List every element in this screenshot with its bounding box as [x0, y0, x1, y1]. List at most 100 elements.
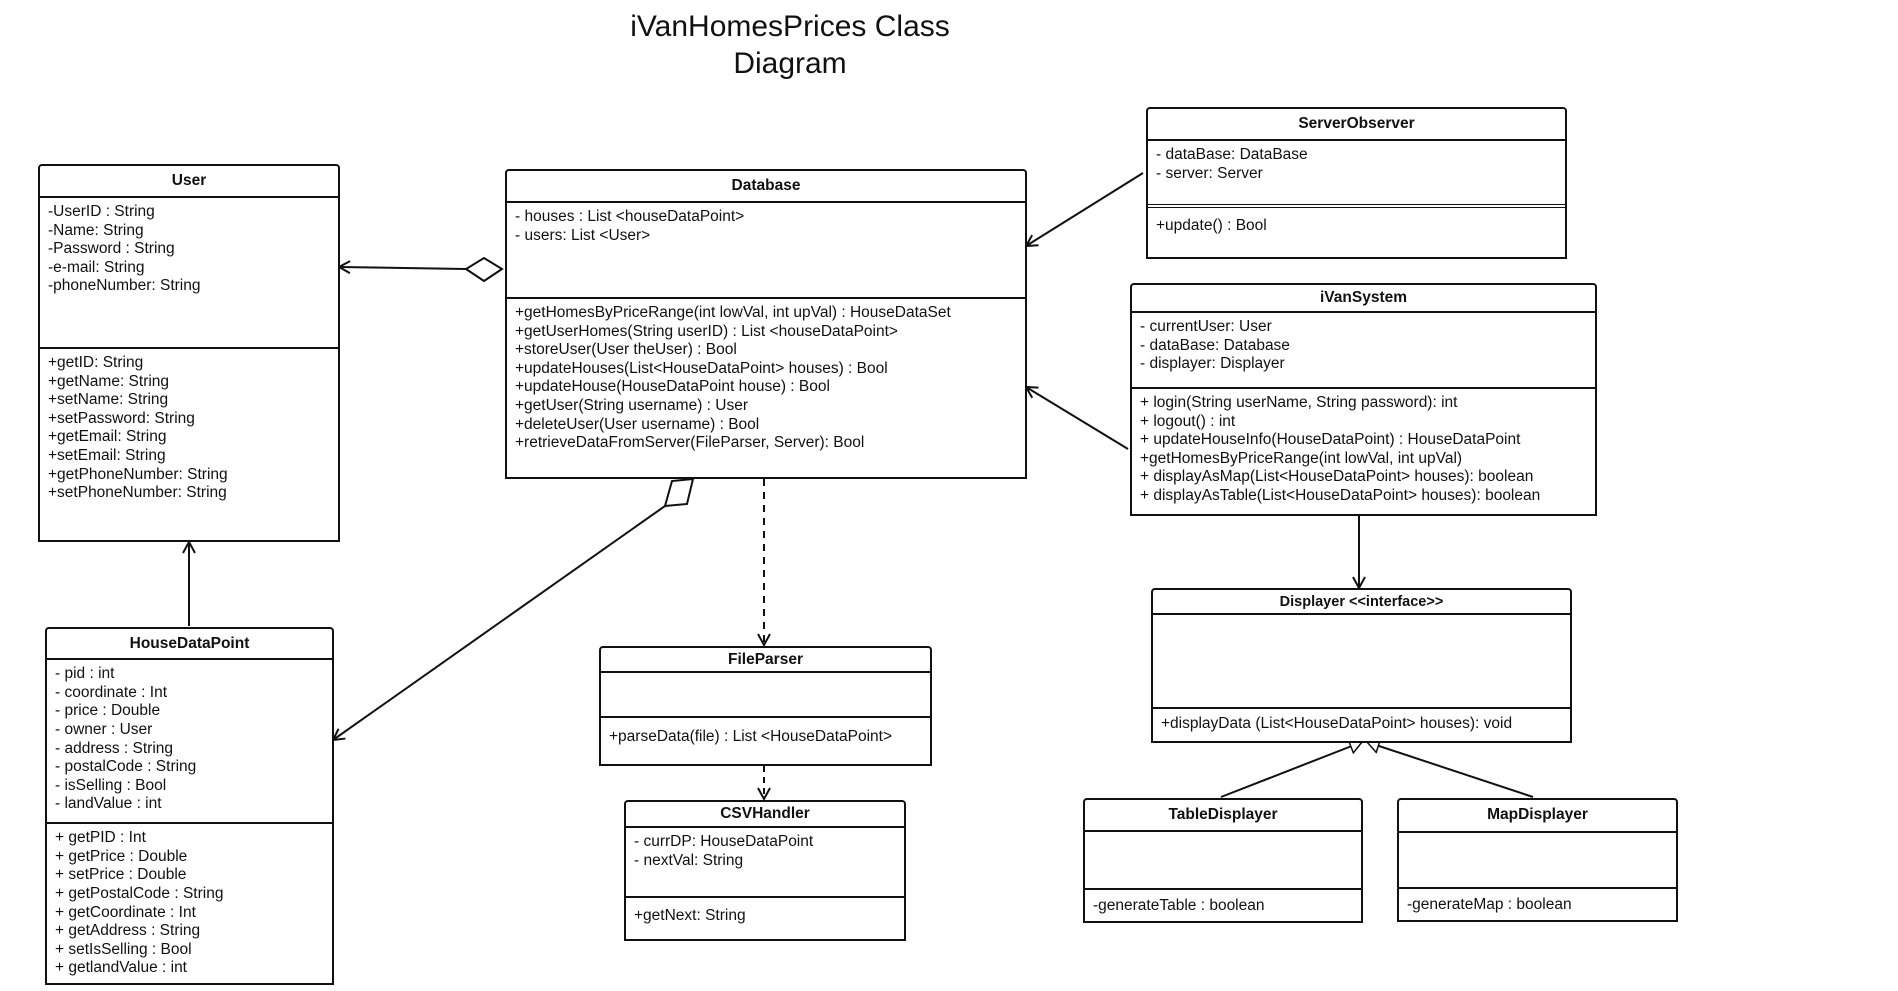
attribute: - landValue : int — [55, 795, 162, 813]
operation: + getPID : Int — [55, 829, 146, 847]
class-serverobserver-operations: +update() : Bool — [1148, 208, 1565, 257]
class-displayer-name: Displayer <<interface>> — [1153, 590, 1570, 615]
realization-tabledisplayer-displayer — [1220, 742, 1362, 798]
operation: + updateHouseInfo(HouseDataPoint) : Hous… — [1140, 431, 1521, 449]
class-database-name: Database — [507, 171, 1025, 203]
operation: + displayAsMap(List<HouseDataPoint> hous… — [1140, 468, 1534, 486]
attribute: - nextVal: String — [634, 851, 744, 869]
operation: + getlandValue : int — [55, 959, 187, 977]
class-csvhandler-attributes: - currDP: HouseDataPoint - nextVal: Stri… — [626, 828, 904, 898]
operation: +deleteUser(User username) : Bool — [515, 415, 760, 433]
attribute: - price : Double — [55, 702, 161, 720]
attribute: -e-mail: String — [48, 258, 145, 276]
operation: + login(String userName, String password… — [1140, 394, 1458, 411]
attribute: - postalCode : String — [55, 758, 197, 776]
operation: +getHomesByPriceRange(int lowVal, int up… — [515, 304, 951, 321]
operation: + displayAsTable(List<HouseDataPoint> ho… — [1140, 486, 1541, 504]
operation: + getCoordinate : Int — [55, 903, 196, 921]
aggregation-diamond-database — [464, 256, 504, 283]
attribute: - currentUser: User — [1140, 318, 1272, 335]
operation: + setIsSelling : Bool — [55, 940, 192, 958]
attribute: - coordinate : Int — [55, 683, 168, 701]
attribute: -Name: String — [48, 221, 144, 239]
class-user: User -UserID : String -Name: String -Pas… — [38, 164, 340, 542]
diagram-title: iVanHomesPrices Class Diagram — [560, 8, 1020, 82]
operation: +displayData (List<HouseDataPoint> house… — [1161, 715, 1513, 732]
operation: + setPrice : Double — [55, 866, 187, 884]
class-mapdisplayer-attributes — [1399, 833, 1676, 890]
aggregation-database-user — [339, 267, 467, 269]
attribute: - users: List <User> — [515, 226, 651, 244]
attribute: - houses : List <houseDataPoint> — [515, 208, 745, 225]
class-housedatapoint-name: HouseDataPoint — [47, 629, 332, 661]
association-serverobserver-database — [1026, 172, 1144, 246]
operation: + getPrice : Double — [55, 847, 188, 865]
operation: +storeUser(User theUser) : Bool — [515, 341, 737, 359]
class-tabledisplayer: TableDisplayer -generateTable : boolean — [1083, 798, 1363, 923]
class-tabledisplayer-attributes — [1085, 832, 1361, 891]
class-displayer-interface: Displayer <<interface>> +displayData (Li… — [1151, 588, 1572, 743]
class-fileparser-operations: +parseData(file) : List <HouseDataPoint> — [601, 718, 930, 764]
operation: +getName: String — [48, 372, 170, 390]
association-ivansystem-database — [1026, 387, 1129, 450]
aggregation-diamond-housedatapoint — [663, 477, 695, 508]
operation: +setName: String — [48, 391, 169, 409]
class-ivansystem: iVanSystem - currentUser: User - dataBas… — [1130, 283, 1597, 516]
class-database: Database - houses : List <houseDataPoint… — [505, 169, 1027, 479]
attribute: - owner : User — [55, 721, 153, 739]
operation: +parseData(file) : List <HouseDataPoint> — [609, 728, 893, 745]
class-user-attributes: -UserID : String -Name: String -Password… — [40, 198, 338, 349]
class-fileparser-attributes — [601, 673, 930, 718]
class-mapdisplayer-operations: -generateMap : boolean — [1399, 889, 1676, 920]
operation: + logout() : int — [1140, 412, 1236, 430]
operation: +setPassword: String — [48, 409, 195, 427]
operation: -generateMap : boolean — [1407, 896, 1572, 914]
class-csvhandler-name: CSVHandler — [626, 802, 904, 828]
class-mapdisplayer: MapDisplayer -generateMap : boolean — [1397, 798, 1678, 922]
class-ivansystem-name: iVanSystem — [1132, 285, 1595, 313]
class-ivansystem-attributes: - currentUser: User - dataBase: Database… — [1132, 313, 1595, 389]
class-fileparser: FileParser +parseData(file) : List <Hous… — [599, 646, 932, 766]
class-database-operations: +getHomesByPriceRange(int lowVal, int up… — [507, 299, 1025, 477]
attribute: -UserID : String — [48, 203, 155, 220]
class-displayer-attributes — [1153, 615, 1570, 709]
operation: +setEmail: String — [48, 446, 166, 464]
class-housedatapoint-attributes: - pid : int - coordinate : Int - price :… — [47, 660, 332, 825]
operation: +getHomesByPriceRange(int lowVal, int up… — [1140, 449, 1463, 467]
class-housedatapoint: HouseDataPoint - pid : int - coordinate … — [45, 627, 334, 985]
class-housedatapoint-operations: + getPID : Int + getPrice : Double + set… — [47, 824, 332, 983]
operation: +getUser(String username) : User — [515, 396, 749, 414]
class-ivansystem-operations: + login(String userName, String password… — [1132, 389, 1595, 514]
class-serverobserver-attributes: - dataBase: DataBase - server: Server — [1148, 141, 1565, 208]
class-csvhandler: CSVHandler - currDP: HouseDataPoint - ne… — [624, 800, 906, 941]
operation: +updateHouse(HouseDataPoint house) : Boo… — [515, 378, 830, 396]
operation: +update() : Bool — [1156, 217, 1267, 234]
operation: +getEmail: String — [48, 428, 167, 446]
attribute: - currDP: HouseDataPoint — [634, 833, 814, 850]
attribute: -Password : String — [48, 240, 175, 258]
class-user-name: User — [40, 166, 338, 198]
operation: +setPhoneNumber: String — [48, 484, 227, 502]
class-tabledisplayer-operations: -generateTable : boolean — [1085, 890, 1361, 921]
attribute: - address : String — [55, 739, 174, 757]
attribute: - pid : int — [55, 665, 115, 683]
class-database-attributes: - houses : List <houseDataPoint> - users… — [507, 203, 1025, 299]
class-serverobserver-name: ServerObserver — [1148, 109, 1565, 141]
operation: +getID: String — [48, 354, 144, 371]
realization-mapdisplayer-displayer — [1367, 742, 1534, 798]
aggregation-database-housedatapoint — [333, 505, 666, 740]
operation: +getUserHomes(String userID) : List <hou… — [515, 322, 898, 340]
attribute: - displayer: Displayer — [1140, 355, 1285, 373]
class-fileparser-name: FileParser — [601, 648, 930, 673]
attribute: -phoneNumber: String — [48, 277, 201, 295]
class-tabledisplayer-name: TableDisplayer — [1085, 800, 1361, 832]
operation: -generateTable : boolean — [1093, 897, 1265, 915]
operation: +getPhoneNumber: String — [48, 465, 228, 483]
operation: +retrieveDataFromServer(FileParser, Serv… — [515, 434, 865, 452]
class-user-operations: +getID: String +getName: String +setName… — [40, 349, 338, 540]
operation: + getPostalCode : String — [55, 885, 224, 903]
class-mapdisplayer-name: MapDisplayer — [1399, 800, 1676, 833]
attribute: - isSelling : Bool — [55, 776, 167, 794]
operation: + getAddress : String — [55, 922, 201, 940]
